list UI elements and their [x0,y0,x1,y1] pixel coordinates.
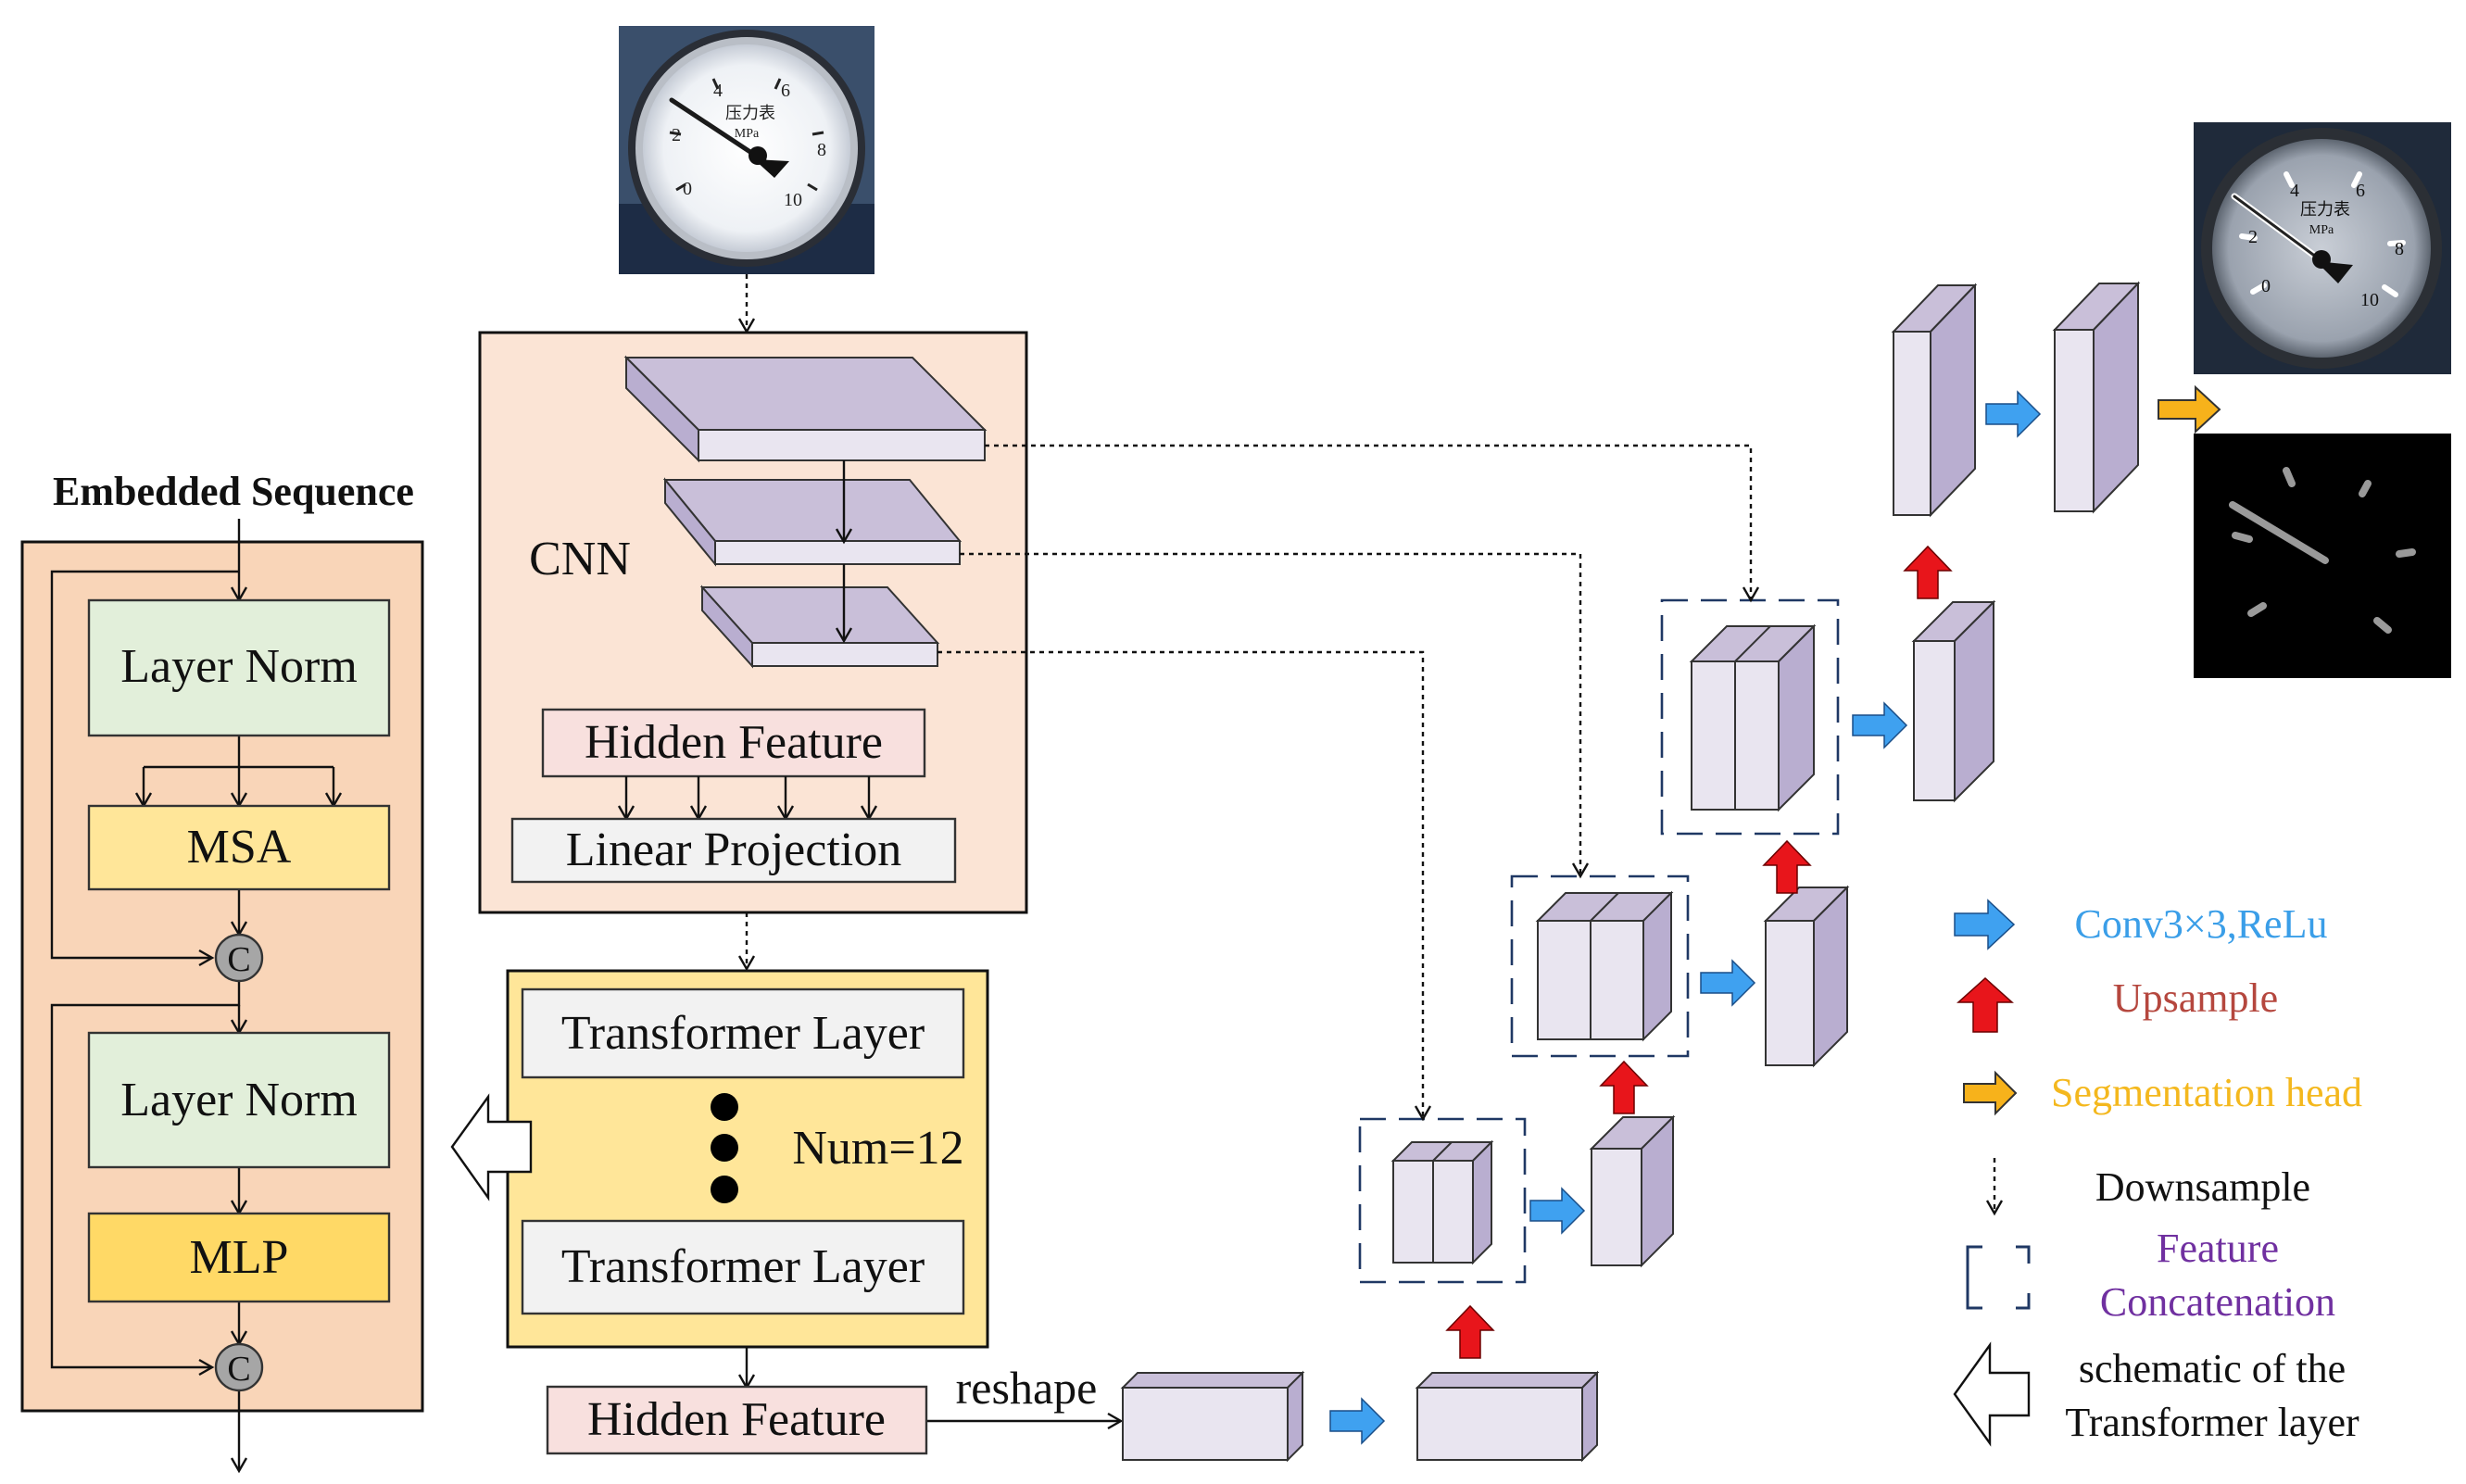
output-gauge-tick-6: 6 [2356,181,2365,201]
upsampled-block-4 [1891,283,1978,518]
cnn-hidden-feature-label: Hidden Feature [585,716,883,769]
conv-block-4 [2052,281,2141,514]
cnn-feature-plate-3 [699,585,940,669]
legend-schematic-arrow [1953,1341,2031,1447]
ellipsis-dot-3 [711,1176,738,1203]
legend-schematic-label-1: schematic of the [2079,1346,2346,1391]
output-gauge-image: 0 2 4 6 8 10 压力表 MPa [2194,122,2451,374]
conv-block-1 [1589,1114,1676,1268]
layer-norm-1-label: Layer Norm [120,640,358,693]
input-gauge-tick-6: 6 [781,81,790,101]
reshape-block-2 [1415,1370,1600,1463]
embedded-sequence-title: Embedded Sequence [53,469,414,514]
legend-concat-bracket [1966,1245,2031,1310]
segmentation-head-arrow [2158,384,2221,434]
legend-seg-label: Segmentation head [2051,1070,2362,1115]
cnn-label: CNN [529,533,631,585]
concat-dashed-box-2 [1510,874,1690,1058]
segmentation-mask [2194,434,2451,678]
cnn-hidden-feature-box [541,708,926,778]
linear-projection-label: Linear Projection [566,824,901,876]
input-gauge-tick-10: 10 [784,190,802,210]
output-gauge-tick-10: 10 [2360,290,2379,310]
concat-node-2-label: C [227,1350,250,1389]
upsample-arrow-1 [1445,1304,1495,1359]
ellipsis-dot-1 [711,1093,738,1121]
concat-block-3 [1689,623,1817,812]
layer-norm-2-label: Layer Norm [120,1074,358,1126]
concat-block-1 [1390,1139,1494,1265]
concat-dashed-box-1 [1358,1117,1527,1284]
legend-conv-label: Conv3×3,ReLu [2075,901,2328,947]
output-gauge-tick-0: 0 [2261,276,2271,296]
output-gauge-caption: 压力表 [2300,200,2350,219]
msa-box [87,804,391,891]
legend-downsample-label: Downsample [2095,1164,2310,1210]
input-gauge-tick-8: 8 [817,140,826,160]
output-gauge-tick-8: 8 [2395,239,2404,259]
bottom-hidden-feature-label: Hidden Feature [587,1393,886,1446]
legend-conv-arrow [1954,899,2016,950]
reshape-label: reshape [956,1362,1098,1414]
output-gauge-unit: MPa [2309,223,2334,237]
input-gauge-image: 0 2 4 6 8 10 压力表 MPa [619,26,874,274]
transformer-layer-bottom-label: Transformer Layer [561,1240,925,1293]
conv-block-2 [1763,885,1850,1068]
input-gauge-unit: MPa [735,127,760,141]
legend-upsample-label: Upsample [2113,975,2278,1021]
input-gauge-tick-4: 4 [713,81,723,101]
ellipsis-dot-2 [711,1134,738,1162]
concat-node-1-label: C [227,940,250,979]
transformer-layer-bottom-box [521,1219,965,1315]
transformer-layer-top-box [521,987,965,1079]
input-gauge-tick-0: 0 [683,179,692,199]
conv-arrow-top [1985,390,2042,438]
msa-label: MSA [187,821,292,874]
conv-arrows [1329,390,2042,1445]
linear-projection-box [510,817,957,884]
cnn-feature-plate-1 [623,355,988,463]
transformer-num-label: Num=12 [792,1122,963,1175]
mlp-label: MLP [190,1231,289,1284]
legend-schematic-label-2: Transformer layer [2065,1400,2359,1445]
conv-arrow-level2 [1700,959,1756,1007]
output-gauge-tick-2: 2 [2248,227,2258,247]
conv-block-3 [1911,599,1996,803]
transformer-layer-top-label: Transformer Layer [561,1007,925,1060]
conv-arrow-level3 [1852,701,1908,749]
conv-arrow-bottom [1329,1397,1386,1445]
legend-seg-arrow [1963,1070,2018,1116]
upsample-arrow-2 [1599,1060,1649,1114]
concat-node-2 [214,1342,264,1392]
layer-norm-1-box [87,598,391,737]
legend-concat-label-1: Feature [2157,1226,2279,1271]
cnn-feature-plate-2 [662,477,962,567]
legend-upsample-arrow [1956,976,2014,1033]
layer-norm-2-box [87,1031,391,1169]
bottom-hidden-feature-box [546,1385,928,1455]
upsample-arrows [1445,545,1953,1359]
input-gauge-tick-2: 2 [672,125,681,145]
input-gauge-caption: 压力表 [725,104,775,122]
upsample-arrow-4 [1903,545,1953,599]
legend-concat-label-2: Concatenation [2100,1279,2335,1325]
concat-node-1 [214,933,264,983]
schematic-hollow-arrow [450,1093,533,1201]
conv-arrow-level1 [1529,1187,1586,1235]
output-gauge-tick-4: 4 [2290,181,2299,201]
upsample-arrow-3 [1762,839,1812,894]
reshape-block-1 [1120,1370,1305,1463]
concat-block-2 [1535,890,1674,1042]
legend: Conv3×3,ReLu Upsample Segmentation head … [1953,899,2362,1447]
mlp-box [87,1212,391,1303]
